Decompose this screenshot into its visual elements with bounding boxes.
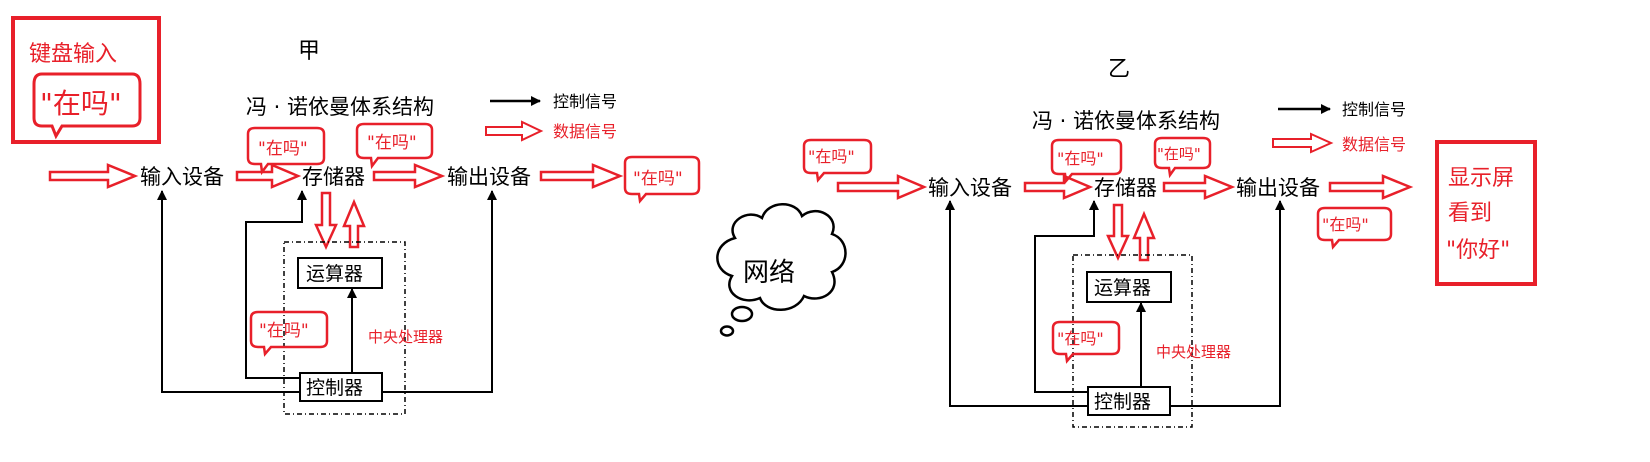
bubble-b-1 [802,138,873,183]
cpu-b-label: 中央处理器 [1156,343,1231,361]
network-cloud: 网络 [716,203,847,337]
screen-box [1435,140,1537,286]
screen-line-2: 看到 [1448,201,1492,226]
bubble-a-1 [246,126,326,176]
data-arrow-alu-to-memory [342,198,366,249]
controller-label: 控制器 [306,377,363,399]
bubble-a-3 [623,155,701,204]
screen-line-3: "你好" [1446,238,1510,263]
bubble-b-5-text: "在吗" [1057,329,1104,348]
bubble-b-2-text: "在吗" [1057,149,1104,168]
bubble-a-1-text: "在吗" [258,139,308,159]
bubble-a-3-text: "在吗" [633,169,683,189]
input-device-b-label: 输入设备 [928,176,1012,200]
legend-b-data-arrow [1272,132,1334,154]
cloud-puff-large [730,305,754,323]
panel-a: 甲 冯 · 诺依曼体系结构 控制信号 数据信号 键盘输入 "在吗" 输入设备 存… [11,16,701,415]
bubble-a-2 [355,122,434,170]
control-lines [157,190,497,393]
memory-label: 存储器 [302,165,365,189]
cpu-region [283,241,406,415]
alu-label: 运算器 [306,263,363,285]
panel-a-label: 甲 [298,39,320,64]
data-arrow-memory-to-alu [314,191,338,251]
bubble-b-5 [1051,320,1121,364]
legend-b-control-label: 控制信号 [1342,100,1406,119]
controller-b-label: 控制器 [1094,391,1151,413]
data-arrow-b-memory-to-output [1162,174,1236,200]
cpu-label: 中央处理器 [368,328,443,346]
cloud-puff-small [719,325,735,337]
output-device-b-label: 输出设备 [1236,176,1320,200]
data-arrow-b-memory-to-alu [1106,203,1130,262]
legend-data-label: 数据信号 [553,122,617,141]
keyboard-input-title: 键盘输入 [29,42,117,67]
bubble-b-3-text: "在吗" [1157,145,1201,163]
data-arrow-input-to-memory [235,163,302,189]
keyboard-bubble [32,72,142,140]
alu-box [297,257,383,289]
data-arrow-b-to-input [836,174,928,200]
panel-b-title: 冯 · 诺依曼体系结构 [1032,109,1220,133]
alu-b-label: 运算器 [1094,277,1151,299]
input-device-label: 输入设备 [140,165,224,189]
keyboard-input-box [11,16,161,144]
bubble-a-4 [249,310,329,357]
data-arrow-to-input [48,163,139,189]
bubble-b-1-text: "在吗" [808,147,855,166]
panel-b: 乙 冯 · 诺依曼体系结构 控制信号 数据信号 显示屏 看到 "你好" 输入设备… [802,57,1537,428]
alu-b-box [1086,271,1172,303]
control-lines-b [945,200,1285,407]
output-device-label: 输出设备 [447,165,531,189]
data-arrow-b-alu-to-memory [1132,210,1156,262]
data-arrow-b-input-to-memory [1023,174,1094,200]
bubble-b-3 [1153,136,1212,179]
legend-b-data-label: 数据信号 [1342,135,1406,154]
cpu-b-region [1072,254,1193,428]
controller-box [299,372,383,402]
data-arrow-from-output [539,163,624,189]
screen-line-1: 显示屏 [1448,166,1514,191]
network-label: 网络 [743,258,795,288]
bubble-b-4 [1316,206,1393,250]
data-arrow-b-from-output [1328,174,1414,200]
panel-b-label: 乙 [1108,57,1130,82]
legend-data-arrow [485,120,544,142]
controller-b-box [1087,386,1171,416]
bubble-b-2 [1050,138,1123,184]
memory-b-label: 存储器 [1094,176,1157,200]
cloud-shape [716,203,847,311]
bubble-a-2-text: "在吗" [367,133,417,153]
legend-control-label: 控制信号 [553,92,617,111]
keyboard-bubble-text: "在吗" [40,87,122,120]
bubble-b-4-text: "在吗" [1322,215,1369,234]
data-arrow-memory-to-output [372,163,446,189]
bubble-a-4-text: "在吗" [259,321,309,341]
panel-a-title: 冯 · 诺依曼体系结构 [246,95,434,119]
